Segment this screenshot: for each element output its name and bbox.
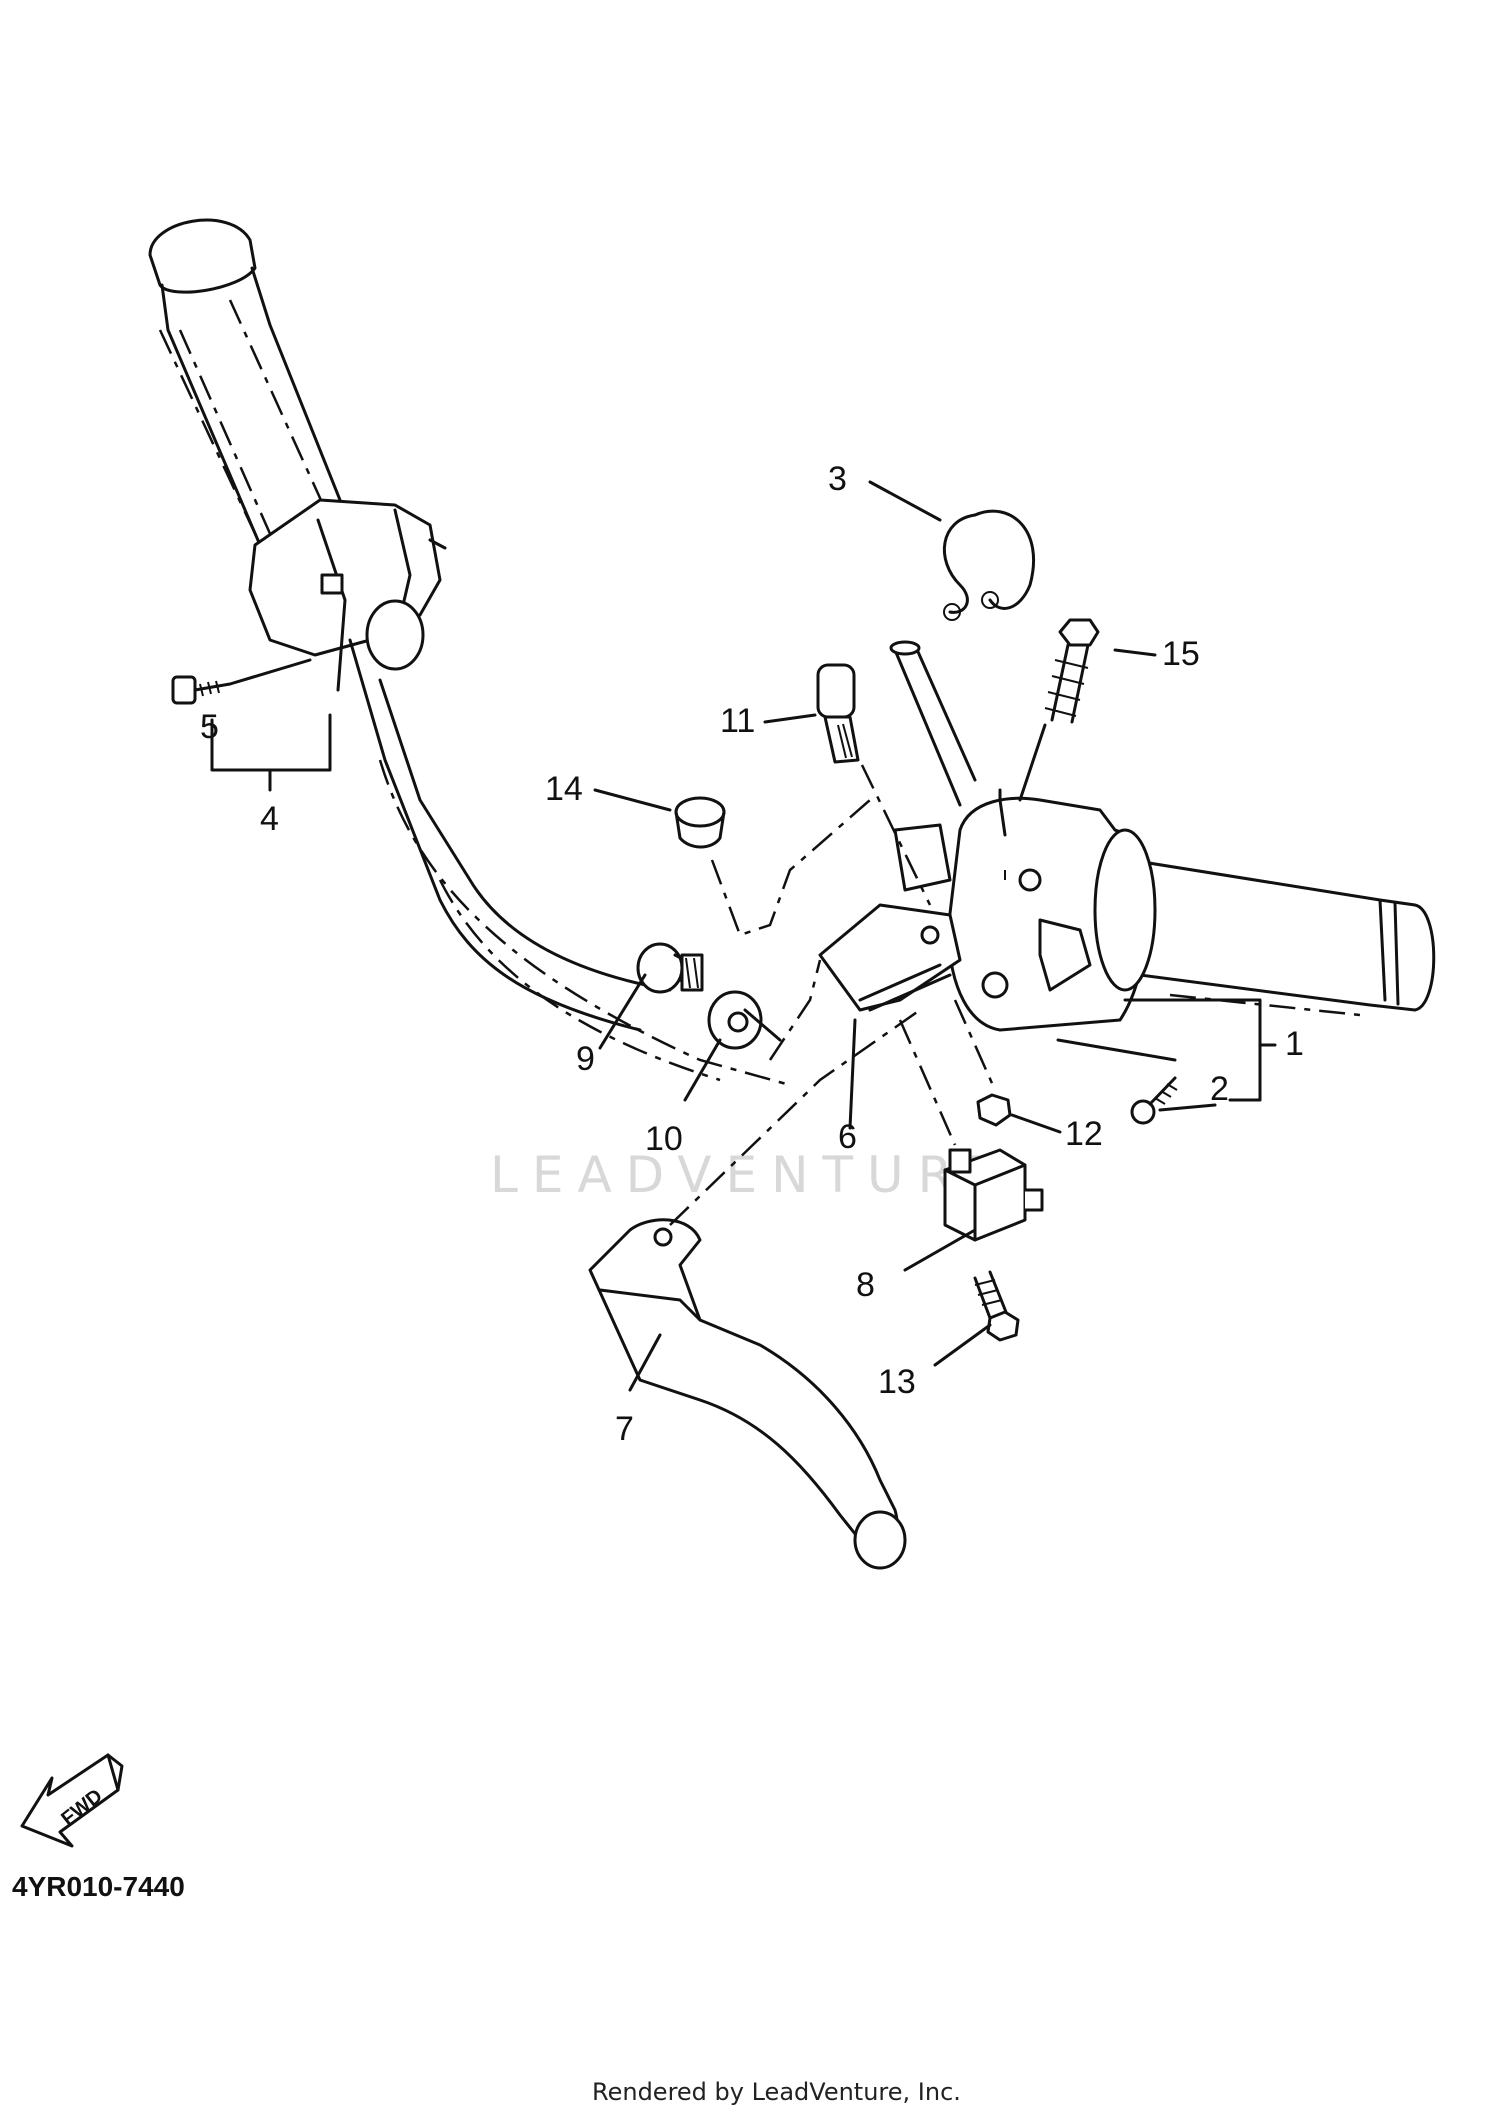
callout-10: 10 bbox=[645, 1120, 683, 1158]
pivot-bolt-11 bbox=[816, 663, 932, 906]
footer-credit: Rendered by LeadVenture, Inc. bbox=[592, 2078, 961, 2106]
callout-7: 7 bbox=[615, 1410, 634, 1448]
callout-5: 5 bbox=[200, 708, 219, 746]
left-handlebar-tube bbox=[348, 638, 791, 1087]
screw-13 bbox=[973, 1270, 1020, 1342]
callout-12: 12 bbox=[1065, 1115, 1103, 1153]
bolt-5 bbox=[171, 658, 312, 705]
callout-13: 13 bbox=[878, 1363, 916, 1401]
callout-8: 8 bbox=[856, 1266, 875, 1304]
callout-1: 1 bbox=[1285, 1025, 1304, 1063]
fwd-arrow-icon: FWD bbox=[20, 1753, 124, 1848]
adjuster-9 bbox=[636, 942, 704, 994]
clutch-cable bbox=[889, 640, 977, 807]
left-grip bbox=[148, 218, 352, 556]
callouts: 1 2 3 4 5 6 7 8 9 10 11 12 13 14 15 bbox=[200, 460, 1304, 1448]
callout-4: 4 bbox=[260, 800, 279, 838]
screw-2 bbox=[1056, 1038, 1178, 1125]
callout-3: 3 bbox=[828, 460, 847, 498]
clip-3 bbox=[943, 509, 1036, 621]
callout-11: 11 bbox=[720, 702, 755, 740]
nut-12 bbox=[953, 999, 1012, 1127]
callout-15: 15 bbox=[1162, 635, 1200, 673]
right-grip-tube bbox=[1128, 858, 1436, 1017]
lever-bracket-6 bbox=[818, 823, 962, 1012]
callout-2: 2 bbox=[1210, 1070, 1229, 1108]
callout-9: 9 bbox=[576, 1040, 595, 1078]
screw-15 bbox=[1018, 618, 1100, 802]
left-holder-clamp bbox=[248, 498, 447, 692]
callout-14: 14 bbox=[545, 770, 583, 808]
leader-1-bracket bbox=[1123, 998, 1277, 1102]
cap-14 bbox=[674, 796, 871, 937]
switch-8 bbox=[898, 1019, 1044, 1242]
callout-6: 6 bbox=[838, 1118, 857, 1156]
leader-lines bbox=[593, 480, 1217, 1392]
part-code: 4YR010-7440 bbox=[12, 1871, 185, 1902]
clutch-lever-7 bbox=[588, 1008, 921, 1570]
adjuster-10 bbox=[707, 959, 822, 1061]
watermark-text: LEADVENTURE bbox=[490, 1146, 1012, 1204]
holder-body-1 bbox=[946, 788, 1157, 1032]
leader-4-bracket bbox=[210, 713, 332, 792]
